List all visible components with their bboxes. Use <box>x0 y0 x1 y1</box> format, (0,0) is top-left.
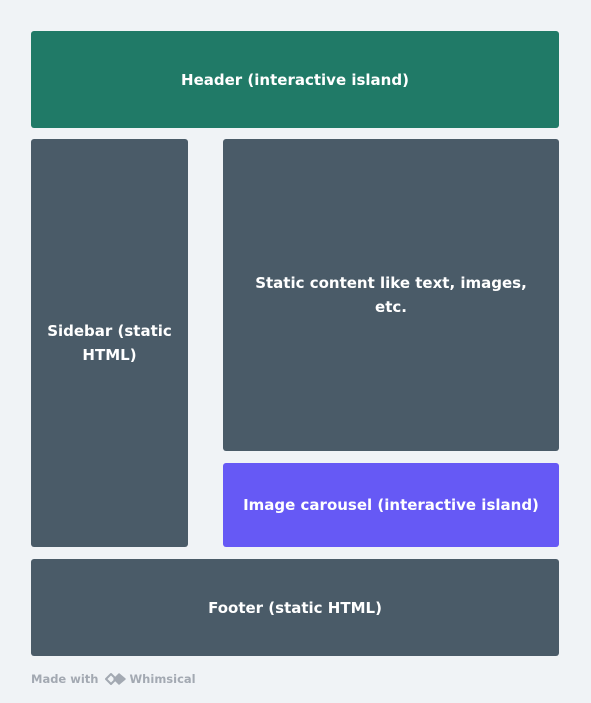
sidebar-block: Sidebar (static HTML) <box>31 139 188 547</box>
sidebar-label-line2: HTML) <box>82 346 137 364</box>
sidebar-label-line1: Sidebar (static <box>47 322 172 340</box>
footer-label: Footer (static HTML) <box>208 598 382 617</box>
whimsical-brand-text: Whimsical <box>129 672 196 686</box>
made-with-text: Made with <box>31 672 99 686</box>
header-label: Header (interactive island) <box>181 70 409 89</box>
image-carousel-block: Image carousel (interactive island) <box>223 463 559 547</box>
header-block: Header (interactive island) <box>31 31 559 128</box>
made-with-whimsical-badge[interactable]: Made with Whimsical <box>31 669 196 689</box>
static-content-block: Static content like text, images, etc. <box>223 139 559 451</box>
footer-block: Footer (static HTML) <box>31 559 559 656</box>
image-carousel-label: Image carousel (interactive island) <box>243 496 539 514</box>
static-content-label: Static content like text, images, etc. <box>255 274 527 316</box>
whimsical-logo-icon <box>104 673 126 685</box>
sidebar-label: Sidebar (static HTML) <box>47 319 172 367</box>
